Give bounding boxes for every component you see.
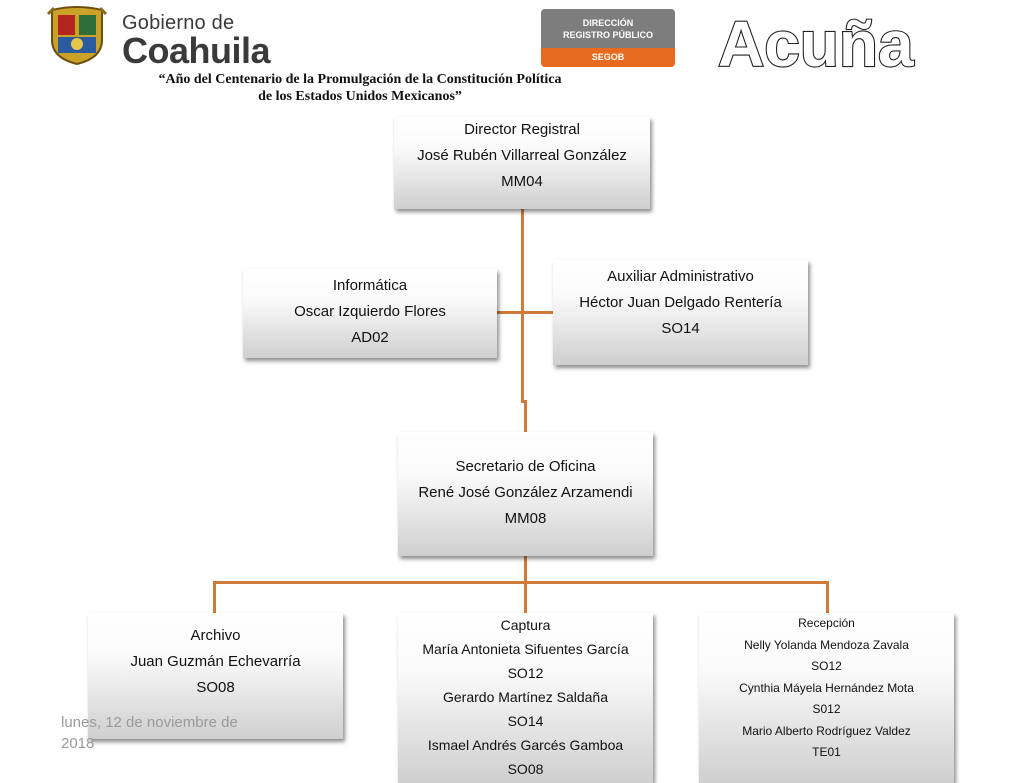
captura-member-code: SO08 (507, 761, 544, 777)
secretario-title: Secretario de Oficina (455, 458, 596, 475)
slide-date: lunes, 12 de noviembre de 2018 (61, 714, 238, 752)
city-title: Acuña (716, 0, 926, 81)
connector-director-down (521, 208, 524, 403)
connector-secretario-down (524, 556, 527, 582)
director-name: José Rubén Villarreal González (417, 147, 627, 164)
coahuila-crest-logo (44, 6, 110, 66)
auxiliar-box: Auxiliar Administrativo Héctor Juan Delg… (553, 260, 808, 365)
secretario-code: MM08 (504, 510, 547, 527)
recepcion-member-code: SO12 (811, 659, 842, 673)
city-title-text: Acuña (718, 8, 914, 76)
connector-bottom-horizontal (213, 581, 829, 584)
connector-secretario-up (524, 400, 527, 433)
informatica-name: Oscar Izquierdo Flores (294, 303, 446, 320)
secretario-box: Secretario de Oficina René José González… (398, 432, 653, 556)
auxiliar-title: Auxiliar Administrativo (607, 268, 754, 285)
recepcion-member-code: TE01 (812, 745, 841, 759)
archivo-box: Archivo Juan Guzmán Echevarría SO08 (88, 613, 343, 739)
captura-member-name: Gerardo Martínez Saldaña (443, 689, 608, 705)
recepcion-title: Recepción (798, 616, 855, 630)
badge-footer: SEGOB (541, 48, 675, 67)
recepcion-box: Recepción Nelly Yolanda Mendoza Zavala S… (699, 613, 954, 783)
informatica-title: Informática (332, 277, 408, 294)
recepcion-member-name: Mario Alberto Rodríguez Valdez (742, 723, 911, 738)
badge-line-2: REGISTRO PÚBLICO (562, 30, 653, 40)
archivo-code: SO08 (196, 679, 235, 696)
connector-staff-horizontal (497, 311, 554, 314)
registro-publico-badge: DIRECCIÓN REGISTRO PÚBLICO SEGOB (541, 9, 675, 67)
badge-line-1: DIRECCIÓN (582, 18, 634, 28)
archivo-title: Archivo (190, 627, 241, 644)
state-name: Coahuila (122, 30, 271, 71)
captura-member-code: SO14 (507, 713, 544, 729)
captura-title: Captura (500, 617, 551, 633)
recepcion-member-name: Nelly Yolanda Mendoza Zavala (744, 637, 909, 652)
informatica-code: AD02 (351, 329, 389, 346)
slogan: “Año del Centenario de la Promulgación d… (130, 71, 590, 105)
captura-box: Captura María Antonieta Sifuentes García… (398, 613, 653, 783)
slogan-line-2: de los Estados Unidos Mexicanos” (258, 89, 462, 104)
captura-member-name: Ismael Andrés Garcés Gamboa (427, 737, 624, 753)
recepcion-member-code: S012 (812, 702, 841, 716)
secretario-name: René José González Arzamendi (418, 484, 633, 501)
auxiliar-name: Héctor Juan Delgado Rentería (579, 294, 782, 311)
connector-archivo (213, 581, 216, 614)
connector-captura (524, 581, 527, 614)
director-box: Director Registral José Rubén Villarreal… (394, 117, 650, 209)
informatica-box: Informática Oscar Izquierdo Flores AD02 (243, 269, 497, 358)
director-code: MM04 (501, 173, 543, 190)
connector-recepcion (826, 581, 829, 614)
archivo-name: Juan Guzmán Echevarría (130, 653, 301, 670)
government-label: Gobierno de (122, 12, 235, 34)
captura-member-code: SO12 (507, 665, 544, 681)
slogan-line-1: “Año del Centenario de la Promulgación d… (158, 72, 562, 87)
recepcion-member-name: Cynthia Máyela Hernández Mota (739, 680, 914, 695)
auxiliar-code: SO14 (661, 320, 700, 337)
director-title: Director Registral (464, 121, 580, 138)
captura-member-name: María Antonieta Sifuentes García (422, 641, 629, 657)
